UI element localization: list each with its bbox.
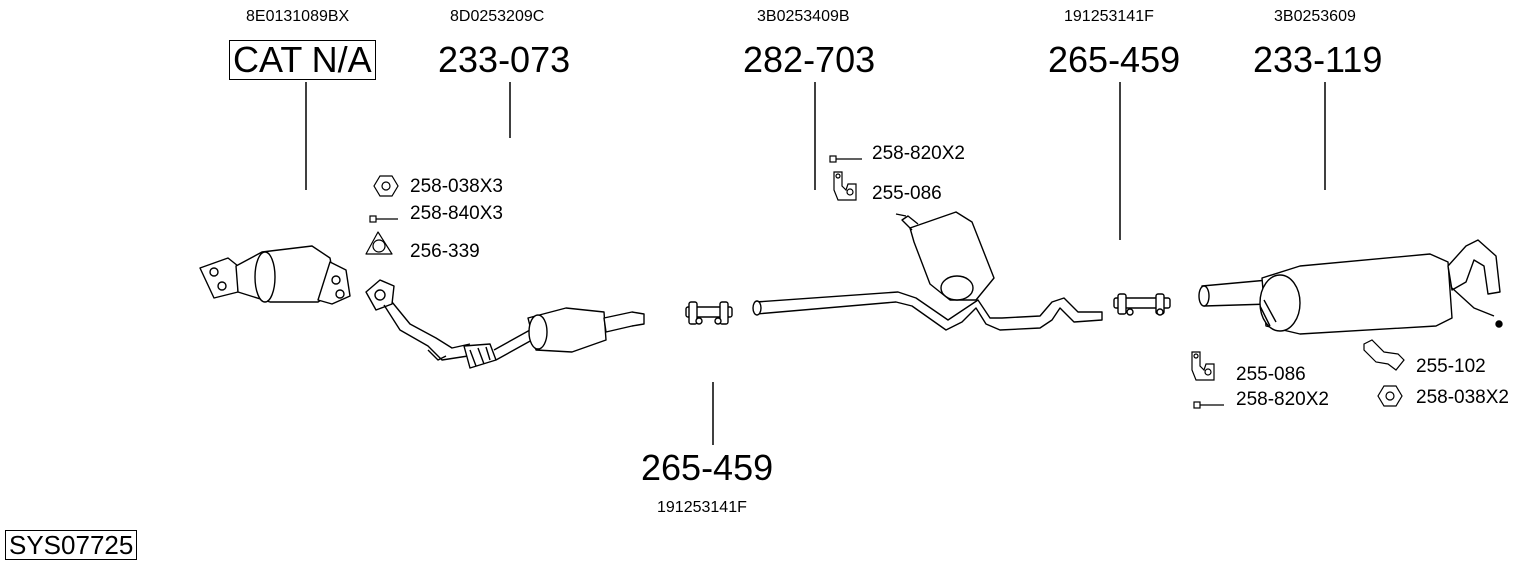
bolt-icon [1193,401,1224,409]
bolt-icon [829,155,862,163]
fitting-label: 255-086 [1236,364,1306,385]
catalytic-converter-drawing [199,245,351,305]
nut-icon [1377,385,1403,407]
fitting-label: 258-820X2 [1236,389,1329,410]
rubber-mount-icon [1191,351,1215,381]
oe-number: 3B0253409B [757,8,850,25]
fitting-label: 258-038X3 [410,176,503,197]
clamp-drawing-top [1113,293,1171,316]
rubber-mount-icon [833,171,857,201]
fitting-label: 256-339 [410,241,480,262]
oe-number: 3B0253609 [1274,8,1356,25]
part-number-label: 233-119 [1253,39,1383,80]
fitting-label: 258-840X3 [410,203,503,224]
oe-number: 8E0131089BX [246,8,350,25]
fitting-label: 255-086 [872,183,942,204]
clamp-drawing-bottom [685,301,733,325]
system-code: SYS07725 [5,530,138,560]
oe-number: 191253141F [1064,8,1154,25]
gasket-icon [365,231,393,255]
fitting-label: 258-038X2 [1416,387,1509,408]
part-number-label: 233-073 [438,39,571,80]
nut-icon [373,175,399,197]
part-number-label: 265-459 [641,447,774,488]
part-number-label: 282-703 [743,39,876,80]
rear-silencer-drawing [1198,239,1503,335]
part-number-label: 265-459 [1048,39,1181,80]
fitting-label: 258-820X2 [872,143,965,164]
part-number-label: CAT N/A [229,40,376,80]
center-pipe-drawing [752,211,1103,331]
bracket-icon [1363,339,1405,371]
oe-number: 191253141F [657,499,747,516]
oe-number: 8D0253209C [450,8,545,25]
fitting-label: 255-102 [1416,356,1486,377]
bolt-icon [369,215,398,223]
front-pipe-silencer-drawing [365,279,645,369]
